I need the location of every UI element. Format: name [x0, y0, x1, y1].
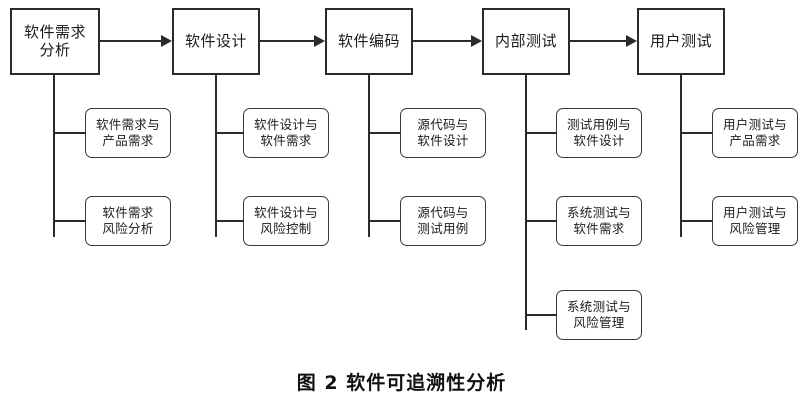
connector-design-vs-riskctrl — [215, 220, 244, 222]
stage-label-line2-requirements-analysis: 分析 — [39, 40, 71, 59]
trace-box-systest-vs-risk[interactable]: 系统测试与风险管理 — [556, 290, 642, 340]
trace-label-line2-code-vs-design: 软件设计 — [417, 133, 469, 148]
stage-label-software-design: 软件设计 — [184, 31, 247, 51]
stem-line-software-design — [215, 75, 217, 237]
trace-label-line1-systest-vs-req: 系统测试与 — [566, 205, 631, 221]
trace-label-usertest-vs-product: 用户测试与产品需求 — [723, 117, 787, 148]
trace-label-line2-req-vs-product: 产品需求 — [102, 133, 154, 148]
flow-arrowhead-arrow-2 — [314, 35, 325, 47]
flow-line-arrow-3 — [413, 40, 472, 42]
stage-box-internal-testing[interactable]: 内部测试 — [482, 8, 570, 75]
stage-box-user-testing[interactable]: 用户测试 — [637, 8, 725, 75]
trace-label-line2-design-vs-riskctrl: 风险控制 — [260, 221, 312, 236]
trace-box-code-vs-design[interactable]: 源代码与软件设计 — [400, 108, 486, 158]
stem-line-internal-testing — [525, 75, 527, 330]
flow-arrowhead-arrow-1 — [161, 35, 172, 47]
trace-label-design-vs-req: 软件设计与软件需求 — [254, 117, 318, 148]
flow-line-arrow-1 — [100, 40, 162, 42]
stage-box-software-coding[interactable]: 软件编码 — [325, 8, 413, 75]
trace-box-code-vs-testcase[interactable]: 源代码与测试用例 — [400, 196, 486, 246]
trace-label-line1-code-vs-design: 源代码与 — [417, 117, 469, 133]
stage-box-requirements-analysis[interactable]: 软件需求分析 — [10, 8, 100, 75]
stem-line-software-coding — [368, 75, 370, 237]
trace-label-line2-systest-vs-risk: 风险管理 — [573, 315, 625, 330]
trace-label-line1-systest-vs-risk: 系统测试与 — [566, 299, 631, 315]
stage-label-requirements-analysis: 软件需求分析 — [23, 22, 86, 59]
trace-label-systest-vs-req: 系统测试与软件需求 — [567, 205, 631, 236]
trace-label-line1-design-vs-req: 软件设计与 — [253, 117, 318, 133]
connector-systest-vs-risk — [525, 314, 557, 316]
stage-label-line1-internal-testing: 内部测试 — [494, 31, 557, 50]
trace-box-systest-vs-req[interactable]: 系统测试与软件需求 — [556, 196, 642, 246]
trace-label-line1-code-vs-testcase: 源代码与 — [417, 205, 469, 221]
stage-label-internal-testing: 内部测试 — [494, 31, 557, 51]
trace-label-req-vs-product: 软件需求与产品需求 — [96, 117, 160, 148]
connector-design-vs-req — [215, 132, 244, 134]
connector-req-vs-product — [53, 132, 86, 134]
trace-label-line1-req-vs-product: 软件需求与 — [95, 117, 160, 133]
flow-arrowhead-arrow-4 — [626, 35, 637, 47]
figure-caption: 图 2 软件可追溯性分析 — [296, 372, 507, 394]
stage-label-line1-software-design: 软件设计 — [184, 31, 247, 50]
trace-label-line1-req-vs-risk: 软件需求 — [102, 205, 154, 221]
trace-box-usertest-vs-risk[interactable]: 用户测试与风险管理 — [712, 196, 798, 246]
flow-line-arrow-2 — [260, 40, 315, 42]
stage-box-software-design[interactable]: 软件设计 — [172, 8, 260, 75]
trace-label-req-vs-risk: 软件需求风险分析 — [102, 205, 153, 236]
trace-box-testcase-vs-design[interactable]: 测试用例与软件设计 — [556, 108, 642, 158]
trace-label-testcase-vs-design: 测试用例与软件设计 — [567, 117, 631, 148]
stem-line-user-testing — [680, 75, 682, 237]
trace-box-design-vs-riskctrl[interactable]: 软件设计与风险控制 — [243, 196, 329, 246]
trace-label-line1-testcase-vs-design: 测试用例与 — [566, 117, 631, 133]
flow-arrowhead-arrow-3 — [471, 35, 482, 47]
connector-usertest-vs-risk — [680, 220, 713, 222]
stage-label-line1-software-coding: 软件编码 — [337, 31, 400, 50]
trace-label-line1-usertest-vs-product: 用户测试与 — [722, 117, 787, 133]
stem-line-requirements-analysis — [53, 75, 55, 237]
trace-label-line2-usertest-vs-product: 产品需求 — [729, 133, 781, 148]
trace-box-req-vs-risk[interactable]: 软件需求风险分析 — [85, 196, 171, 246]
trace-label-line2-systest-vs-req: 软件需求 — [573, 221, 625, 236]
stage-label-line1-user-testing: 用户测试 — [649, 31, 712, 50]
trace-label-code-vs-design: 源代码与软件设计 — [417, 117, 468, 148]
trace-label-line2-testcase-vs-design: 软件设计 — [573, 133, 625, 148]
trace-label-line2-design-vs-req: 软件需求 — [260, 133, 312, 148]
trace-box-usertest-vs-product[interactable]: 用户测试与产品需求 — [712, 108, 798, 158]
trace-label-usertest-vs-risk: 用户测试与风险管理 — [723, 205, 787, 236]
connector-systest-vs-req — [525, 220, 557, 222]
trace-label-code-vs-testcase: 源代码与测试用例 — [417, 205, 468, 236]
trace-label-line2-usertest-vs-risk: 风险管理 — [729, 221, 781, 236]
connector-testcase-vs-design — [525, 132, 557, 134]
flow-line-arrow-4 — [570, 40, 627, 42]
trace-label-line1-usertest-vs-risk: 用户测试与 — [722, 205, 787, 221]
trace-label-design-vs-riskctrl: 软件设计与风险控制 — [254, 205, 318, 236]
connector-code-vs-testcase — [368, 220, 401, 222]
trace-label-line2-code-vs-testcase: 测试用例 — [417, 221, 469, 236]
trace-label-line1-design-vs-riskctrl: 软件设计与 — [253, 205, 318, 221]
stage-label-user-testing: 用户测试 — [649, 31, 712, 51]
stage-label-line1-requirements-analysis: 软件需求 — [23, 22, 86, 41]
trace-label-line2-req-vs-risk: 风险分析 — [102, 221, 154, 236]
connector-code-vs-design — [368, 132, 401, 134]
trace-box-req-vs-product[interactable]: 软件需求与产品需求 — [85, 108, 171, 158]
stage-label-software-coding: 软件编码 — [337, 31, 400, 51]
trace-label-systest-vs-risk: 系统测试与风险管理 — [567, 299, 631, 330]
connector-req-vs-risk — [53, 220, 86, 222]
connector-usertest-vs-product — [680, 132, 713, 134]
trace-box-design-vs-req[interactable]: 软件设计与软件需求 — [243, 108, 329, 158]
